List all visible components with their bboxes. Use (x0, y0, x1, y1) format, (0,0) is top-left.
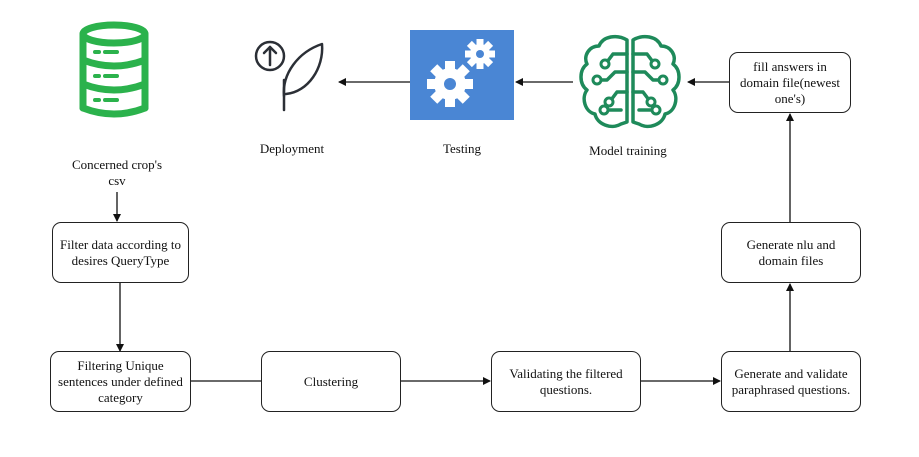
brain-circuit-icon (579, 34, 681, 129)
testing-label: Testing (442, 141, 482, 156)
filter-by-querytype-box: Filter data according to desires QueryTy… (52, 222, 189, 283)
paraphrase-questions-box: Generate and validate paraphrased questi… (721, 351, 861, 412)
clustering-box: Clustering (261, 351, 401, 412)
database-icon (79, 21, 149, 118)
growth-leaf-icon (254, 40, 324, 112)
deployment-label: Deployment (259, 141, 325, 156)
fill-answers-box: fill answers in domain file(newest one's… (729, 52, 851, 113)
filter-unique-sentences-box: Filtering Unique sentences under defined… (50, 351, 191, 412)
gears-icon (410, 30, 514, 120)
validating-questions-box: Validating the filtered questions. (491, 351, 641, 412)
model-training-label: Model training (589, 143, 667, 158)
csv-label: Concerned crop's csv (71, 157, 163, 188)
generate-nlu-domain-box: Generate nlu and domain files (721, 222, 861, 283)
